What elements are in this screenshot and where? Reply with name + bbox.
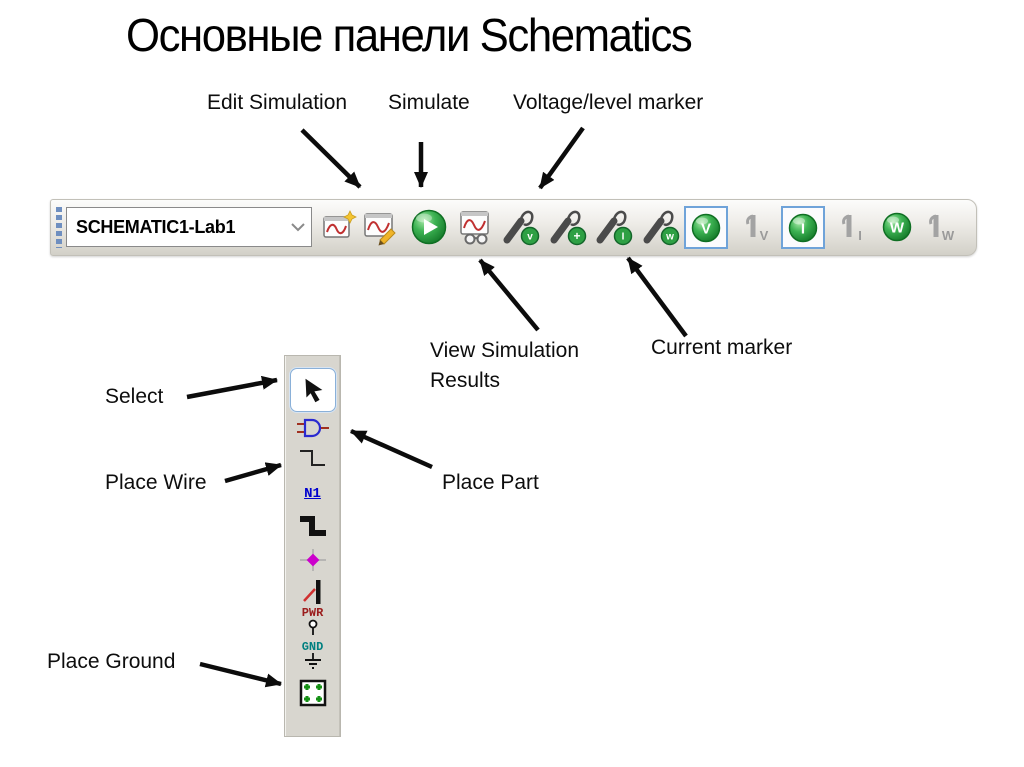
place-wire-icon bbox=[299, 450, 325, 466]
edit-simulation-profile-icon bbox=[364, 213, 396, 246]
view-simulation-results-icon bbox=[460, 211, 489, 245]
place-junction-icon bbox=[299, 549, 326, 571]
label-select: Select bbox=[105, 385, 164, 408]
chevron-down-icon bbox=[285, 222, 311, 232]
schematic-selector[interactable]: SCHEMATIC1-Lab1 bbox=[66, 207, 312, 247]
label-place-wire: Place Wire bbox=[105, 471, 207, 494]
arrow-place-part bbox=[350, 428, 433, 470]
toggle-current-on-selected-button[interactable]: I bbox=[834, 207, 874, 247]
label-simulate: Simulate bbox=[388, 91, 470, 114]
toggle-voltage-on-selected-button[interactable]: V bbox=[738, 207, 778, 247]
label-place-ground: Place Ground bbox=[47, 650, 176, 673]
svg-text:W: W bbox=[942, 228, 955, 243]
arrow-place-ground bbox=[199, 661, 282, 688]
main-toolbar: SCHEMATIC1-Lab1 bbox=[50, 199, 977, 256]
toolbar-grip[interactable] bbox=[56, 207, 62, 248]
label-voltage-level-marker: Voltage/level marker bbox=[513, 91, 704, 114]
ground-symbol-icon bbox=[304, 653, 321, 669]
voltage-differential-marker-icon: + bbox=[550, 210, 587, 246]
place-net-alias-button[interactable]: N1 bbox=[285, 486, 340, 502]
label-view-simulation-results: View Simulation Results bbox=[430, 339, 580, 392]
current-marker-icon: I bbox=[596, 210, 633, 246]
power-marker-icon: w bbox=[643, 210, 680, 246]
svg-text:V: V bbox=[701, 220, 711, 237]
place-ground-button[interactable]: GND bbox=[285, 640, 340, 669]
page-title: Основные панели Schematics bbox=[126, 9, 693, 61]
voltage-marker-button[interactable]: v bbox=[501, 207, 541, 247]
arrow-place-wire bbox=[224, 462, 282, 484]
bias-voltage-icon: V bbox=[691, 213, 721, 242]
label-edit-simulation: Edit Simulation bbox=[207, 91, 348, 114]
svg-text:I: I bbox=[622, 232, 625, 243]
arrow-view-results bbox=[478, 258, 540, 332]
place-wire-button[interactable] bbox=[285, 446, 340, 472]
bias-power-icon: W bbox=[882, 212, 912, 242]
edit-simulation-profile-button[interactable] bbox=[361, 207, 401, 247]
enable-bias-current-display-button[interactable]: I bbox=[781, 206, 825, 249]
voltage-selected-icon-disabled: V bbox=[746, 214, 769, 243]
svg-text:w: w bbox=[665, 232, 674, 243]
place-bus-button[interactable] bbox=[285, 513, 340, 541]
place-junction-button[interactable] bbox=[285, 546, 340, 574]
place-bus-entry-button[interactable] bbox=[285, 577, 340, 607]
current-marker-button[interactable]: I bbox=[594, 207, 634, 247]
arrow-select bbox=[186, 375, 278, 400]
select-tool-button[interactable] bbox=[289, 368, 336, 412]
place-hierarchical-block-button[interactable] bbox=[285, 678, 340, 708]
run-simulation-button[interactable] bbox=[409, 207, 449, 247]
bias-current-icon: I bbox=[788, 213, 818, 242]
enable-bias-power-display-button[interactable]: W bbox=[877, 207, 917, 247]
schematic-selector-value: SCHEMATIC1-Lab1 bbox=[76, 216, 236, 237]
power-marker-button[interactable]: w bbox=[641, 207, 681, 247]
svg-text:+: + bbox=[573, 229, 580, 243]
arrow-current-marker bbox=[626, 256, 688, 338]
svg-text:V: V bbox=[760, 228, 769, 243]
svg-text:W: W bbox=[890, 220, 905, 237]
place-bus-entry-icon bbox=[302, 580, 320, 604]
view-simulation-results-button[interactable] bbox=[456, 207, 496, 247]
play-icon bbox=[411, 209, 447, 245]
label-place-part: Place Part bbox=[442, 471, 539, 494]
select-cursor-icon bbox=[305, 378, 322, 403]
arrow-voltage-marker bbox=[538, 126, 585, 190]
new-simulation-profile-icon bbox=[323, 210, 357, 238]
place-power-button[interactable]: PWR bbox=[285, 606, 340, 636]
ground-label: GND bbox=[301, 640, 324, 654]
toggle-power-on-selected-button[interactable]: W bbox=[921, 207, 961, 247]
voltage-differential-marker-button[interactable]: + bbox=[548, 207, 588, 247]
arrow-edit-simulation bbox=[300, 128, 362, 189]
place-part-button[interactable] bbox=[285, 416, 340, 440]
net-alias-label: N1 bbox=[304, 486, 321, 502]
place-bus-icon bbox=[299, 516, 326, 536]
new-simulation-profile-button[interactable] bbox=[319, 207, 359, 247]
place-part-icon bbox=[296, 418, 329, 438]
enable-bias-voltage-display-button[interactable]: V bbox=[684, 206, 728, 249]
label-current-marker: Current marker bbox=[651, 336, 793, 359]
power-pin-icon bbox=[308, 619, 317, 635]
drawing-palette: N1 PWR bbox=[284, 355, 341, 737]
current-selected-icon-disabled: I bbox=[842, 214, 862, 243]
voltage-marker-icon: v bbox=[503, 210, 540, 246]
svg-text:v: v bbox=[527, 232, 533, 243]
svg-text:I: I bbox=[801, 220, 805, 237]
power-selected-icon-disabled: W bbox=[929, 214, 955, 243]
hierarchical-block-icon bbox=[299, 679, 326, 707]
svg-text:I: I bbox=[858, 228, 862, 243]
power-label: PWR bbox=[301, 606, 324, 620]
